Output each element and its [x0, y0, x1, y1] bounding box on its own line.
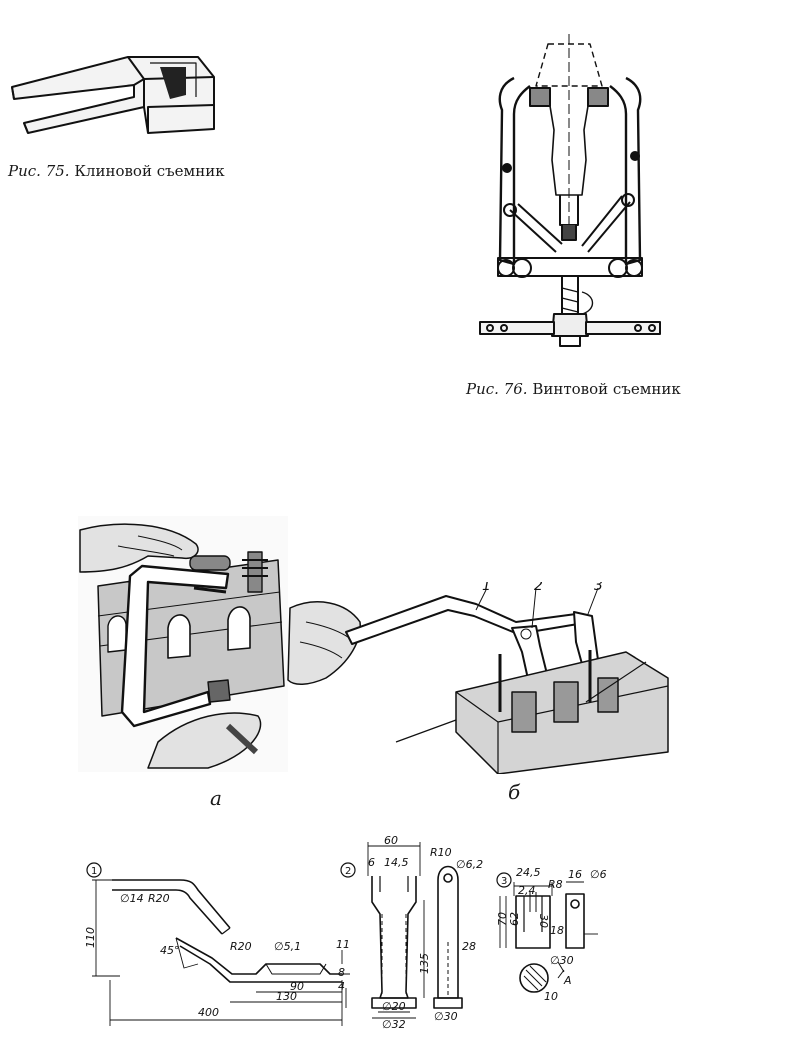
figure-75-caption: Рис. 75. Клиновой съемник: [8, 162, 225, 180]
part3-dim-7: 16: [568, 868, 582, 881]
part3-dim-8: ∅6: [590, 868, 607, 881]
figure-75-title: Клиновой съемник: [74, 162, 225, 180]
panel-b-label: б: [508, 780, 521, 804]
figure-76-number: Рис. 76.: [466, 380, 528, 398]
screw-puller-illustration: [479, 34, 661, 347]
valve-clamp-photo-a: [78, 516, 288, 772]
part3-dim-2: 2,4: [518, 884, 536, 897]
part1-dim-5: ∅5,1: [274, 940, 301, 953]
part2-dim-5: 28: [462, 940, 476, 953]
part3-dim-6: 70: [496, 912, 509, 926]
part2-dim-7: ∅20: [382, 1000, 406, 1013]
wedge-puller-illustration: [11, 56, 215, 134]
part2-dim-9: ∅30: [434, 1010, 458, 1023]
part3-dim-11: A: [563, 974, 572, 987]
valve-lever-photo-b: 1 2 3: [287, 582, 669, 774]
part1-dim-10: 130: [276, 990, 297, 1003]
part1-dim-3: 45°: [160, 944, 180, 957]
figure-76-title: Винтовой съемник: [532, 380, 681, 398]
part3-dim-10: 10: [544, 990, 558, 1003]
part3-dim-0: 24,5: [516, 866, 541, 879]
callout-1: 1: [482, 582, 491, 594]
part3-dim-4: 18: [550, 924, 564, 937]
part3-dim-5: 62: [508, 912, 521, 926]
part-3-number: 3: [501, 876, 507, 887]
panel-a-label: а: [210, 786, 222, 810]
part-3-drawing: 3 24,5 R8 2,4 30 18 62 70 16 ∅6 ∅30 10 A: [496, 866, 607, 1003]
part2-dim-1: 6: [368, 856, 375, 869]
part2-dim-8: ∅32: [382, 1018, 406, 1031]
part2-dim-2: 14,5: [384, 856, 409, 869]
part1-dim-7: 8: [338, 966, 345, 979]
part-1-number: 1: [91, 866, 97, 877]
part2-dim-6: 135: [418, 953, 431, 974]
part1-dim-9: 90: [290, 980, 304, 993]
part3-dim-1: R8: [548, 878, 563, 891]
part1-dim-0: ∅14: [120, 892, 144, 905]
part-2-number: 2: [345, 866, 351, 877]
part-2-drawing: 2 60 6 14,5 R10 ∅6,2 28 135 ∅20 ∅32 ∅30: [340, 834, 483, 1031]
part1-dim-1: R20: [148, 892, 170, 905]
part1-dim-2: 110: [84, 927, 97, 948]
part-1-drawing: 1 ∅14 R20 110 45° R20 ∅5,1 11 8 4 90 130…: [84, 862, 350, 1026]
figure-76-caption: Рис. 76. Винтовой съемник: [466, 380, 681, 398]
part1-dim-8: 4: [338, 980, 345, 993]
part3-dim-9: ∅30: [550, 954, 574, 967]
part1-dim-6: 11: [336, 938, 350, 951]
figure-75-number: Рис. 75.: [8, 162, 70, 180]
part2-dim-3: R10: [430, 846, 452, 859]
callout-3: 3: [594, 582, 603, 594]
part1-dim-4: R20: [230, 940, 252, 953]
part2-dim-4: ∅6,2: [456, 858, 483, 871]
part1-dim-11: 400: [198, 1006, 219, 1019]
part2-dim-0: 60: [384, 834, 398, 847]
part3-dim-3: 30: [537, 914, 550, 928]
callout-2: 2: [534, 582, 543, 594]
